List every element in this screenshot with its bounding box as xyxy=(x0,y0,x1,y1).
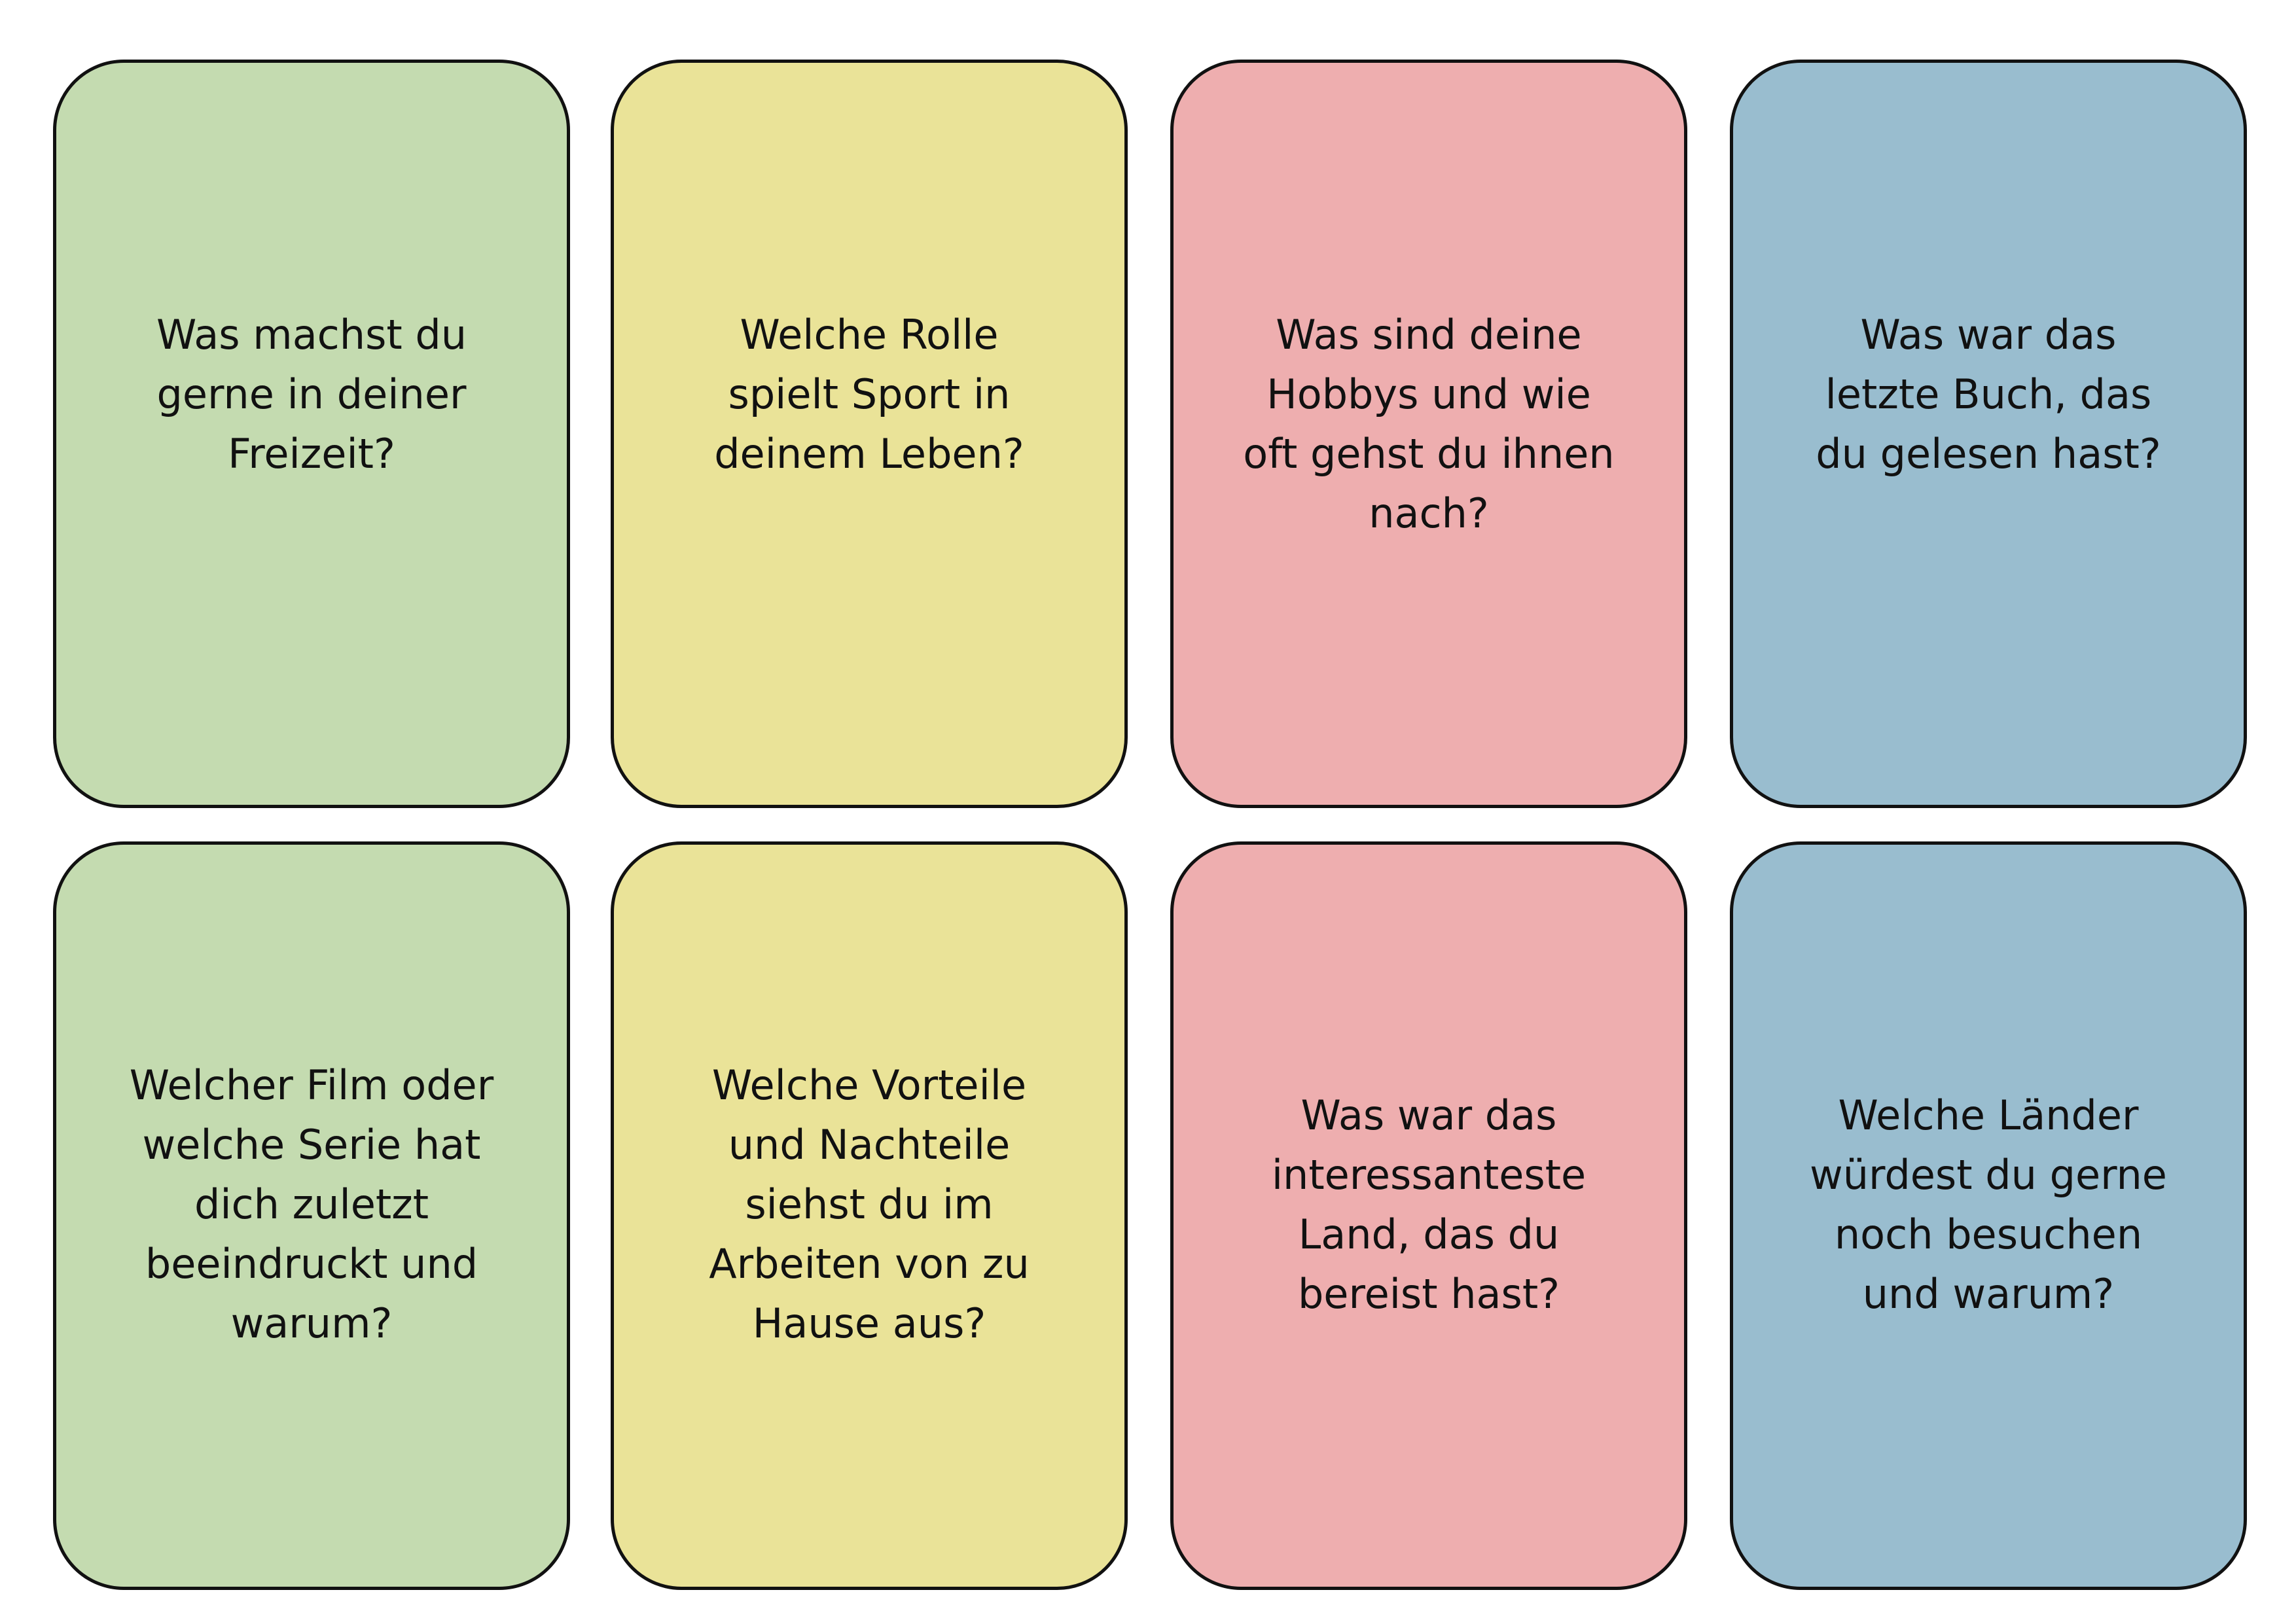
question-card: Welcher Film oder welche Serie hat dich … xyxy=(53,841,570,1590)
question-card: Welche Länder würdest du gerne noch besu… xyxy=(1730,841,2247,1590)
question-card: Welche Vorteile und Nachteile siehst du … xyxy=(611,841,1128,1590)
question-text: Was war das interessanteste Land, das du… xyxy=(1271,1091,1587,1318)
question-text: Welche Vorteile und Nachteile siehst du … xyxy=(709,1061,1030,1347)
question-text: Welche Rolle spielt Sport in deinem Lebe… xyxy=(714,311,1024,478)
question-text: Welche Länder würdest du gerne noch besu… xyxy=(1810,1091,2167,1318)
question-text: Was war das letzte Buch, das du gelesen … xyxy=(1816,311,2161,478)
question-card: Was war das interessanteste Land, das du… xyxy=(1170,841,1687,1590)
question-card: Was machst du gerne in deiner Freizeit? xyxy=(53,60,570,808)
question-card: Was war das letzte Buch, das du gelesen … xyxy=(1730,60,2247,808)
question-card: Was sind deine Hobbys und wie oft gehst … xyxy=(1170,60,1687,808)
question-text: Was machst du gerne in deiner Freizeit? xyxy=(156,311,467,478)
question-text: Welcher Film oder welche Serie hat dich … xyxy=(129,1061,494,1347)
question-card: Welche Rolle spielt Sport in deinem Lebe… xyxy=(611,60,1128,808)
question-text: Was sind deine Hobbys und wie oft gehst … xyxy=(1243,311,1615,537)
